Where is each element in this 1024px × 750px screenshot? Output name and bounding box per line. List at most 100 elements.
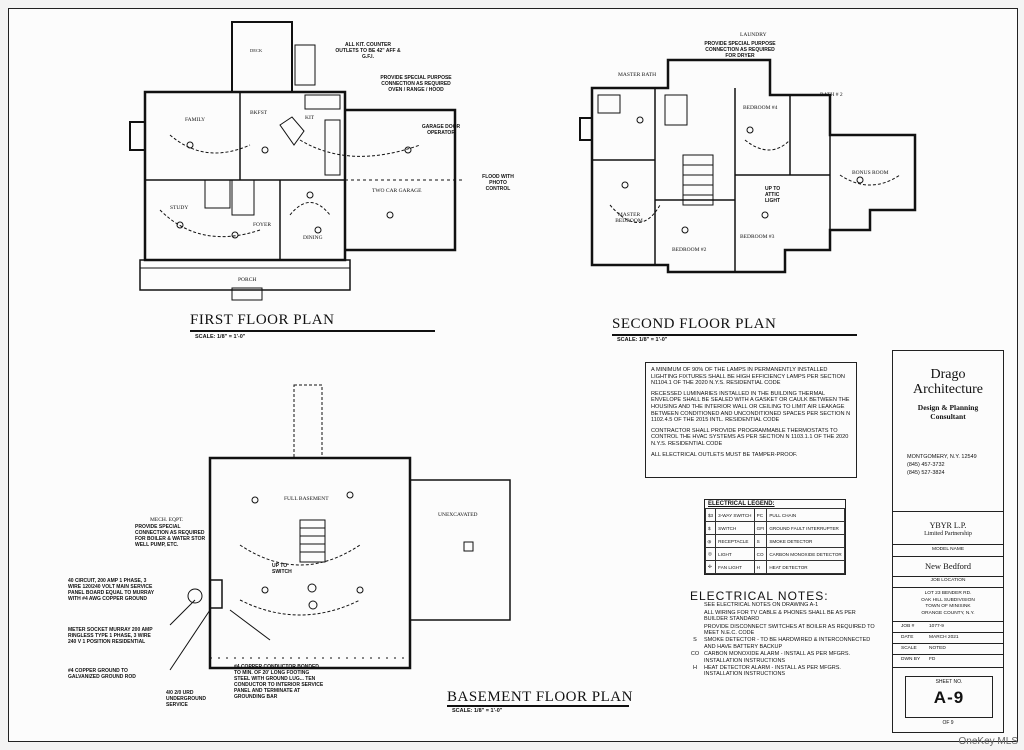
room-label-master-bedroom: MASTER BEDROOM <box>615 212 643 224</box>
model-label: MODEL NAME <box>931 547 965 552</box>
note-kitchen-outlets: ALL KIT. COUNTER OUTLETS TO BE 42" AFF &… <box>335 42 401 60</box>
legend-symbol: S <box>753 534 768 548</box>
legend-label: CARBON MONOXIDE DETECTOR <box>766 547 845 561</box>
note-text: SMOKE DETECTOR - TO BE HARDWIRED & INTER… <box>704 637 871 650</box>
note-symbol <box>690 610 700 623</box>
note-service-panel: 40 CIRCUIT, 200 AMP 1 PHASE, 3 WIRE 120/… <box>68 578 155 602</box>
legend-label: 3-WAY SWITCH <box>715 508 755 522</box>
firm-address: MONTGOMERY, N.Y. 12549 (845) 457-3732 (8… <box>907 453 977 477</box>
note-text: CARBON MONOXIDE ALARM - INSTALL AS PER M… <box>704 651 851 664</box>
note-flood: FLOOD WITH PHOTO CONTROL <box>482 174 514 192</box>
job-location-line: TOWN OF MINISINK <box>925 604 971 609</box>
legend-symbol: GFI <box>753 521 768 535</box>
drawing-sheet <box>8 8 1018 742</box>
note-symbol: H <box>693 665 697 672</box>
room-label-mech: MECH. EQPT. <box>150 517 184 523</box>
note-laundry-dryer: PROVIDE SPECIAL PURPOSE CONNECTION AS RE… <box>704 41 776 59</box>
note-meter-socket: METER SOCKET MURRAY 200 AMP RINGLESS TYP… <box>68 627 153 645</box>
job-number-row: JOB # 1077-9 <box>901 624 997 629</box>
scale-label: SCALE <box>901 646 917 651</box>
note-attic-light: UP TO ATTIC LIGHT <box>765 186 781 204</box>
job-location-line: ORANGE COUNTY, N.Y. <box>921 610 975 616</box>
note-copper-conductor: #4 COPPER CONDUCTOR BONDED TO MIN. OF 20… <box>234 664 324 700</box>
title-block-divider <box>893 544 1003 545</box>
code-notes-box: A MINIMUM OF 90% OF THE LAMPS IN PERMANE… <box>645 362 857 478</box>
legend-label: FAN LIGHT <box>715 560 755 574</box>
title-block: Drago Architecture Design & Planning Con… <box>892 350 1004 733</box>
note-garage-door: GARAGE DOOR OPERATOR <box>421 124 461 136</box>
title-underline <box>612 334 857 336</box>
note-urd-service: 4/0 2/0 URD UNDERGROUND SERVICE <box>166 690 206 708</box>
basement-floor-plan-title: BASEMENT FLOOR PLAN <box>447 689 633 705</box>
phone-line: (845) 457-3732 <box>907 462 945 468</box>
room-label-full-basement: FULL BASEMENT <box>284 496 329 502</box>
title-block-divider <box>893 621 1003 622</box>
note-text: PROVIDE DISCONNECT SWITCHES AT BOILER AS… <box>704 623 875 637</box>
legend-symbol: H <box>753 560 768 574</box>
room-label-dining: DINING <box>303 235 323 241</box>
legend-symbol: $ <box>704 521 717 535</box>
code-note: A MINIMUM OF 90% OF THE LAMPS IN PERMANE… <box>651 367 845 387</box>
note-text: SEE ELECTRICAL NOTES ON DRAWING A-1 <box>704 602 819 609</box>
sheet-total: OF 9 <box>942 720 954 726</box>
legend-symbol: ⦶ <box>704 534 717 548</box>
firm-name-line: Architecture <box>913 382 983 397</box>
scale-row: SCALE NOTED <box>901 646 997 651</box>
room-label-foyer: FOYER <box>253 222 272 228</box>
title-block-divider <box>893 556 1003 557</box>
code-note: CONTRACTOR SHALL PROVIDE PROGRAMMABLE TH… <box>651 427 849 447</box>
drawn-by-label: DWN BY <box>901 657 921 662</box>
room-label-master-bath: MASTER BATH <box>618 72 657 78</box>
job-number-label: JOB # <box>901 624 915 629</box>
note-mech-connection: PROVIDE SPECIAL CONNECTION AS REQUIRED F… <box>135 524 206 548</box>
firm-subtitle-line: Design & Planning <box>917 403 979 412</box>
title-block-divider <box>893 587 1003 588</box>
room-label-deck: DECK <box>250 48 263 53</box>
legend-title: ELECTRICAL LEGEND: <box>708 501 775 507</box>
second-floor-plan-outline <box>579 58 917 274</box>
job-location: LOT 23 BENDER RD. OAK HILL SUBDIVISION T… <box>893 591 1003 617</box>
firm-subtitle-line: Consultant <box>930 412 966 421</box>
legend-label: PULL CHAIN <box>766 508 845 522</box>
date-value: MARCH 2021 <box>929 635 959 640</box>
legend-symbol: CO <box>753 547 768 561</box>
title-underline <box>190 330 435 332</box>
first-floor-scale: SCALE: 1/8" = 1'-0" <box>195 334 246 340</box>
room-label-laundry: LAUNDRY <box>740 32 767 38</box>
job-location-label: JOB LOCATION <box>930 578 966 583</box>
sheet-number: A-9 <box>933 688 965 707</box>
electrical-note: H HEAT DETECTOR ALARM - INSTALL AS PER MF… <box>690 665 880 678</box>
scale-value: NOTED <box>929 646 946 651</box>
second-floor-scale: SCALE: 1/8" = 1'-0" <box>617 337 668 343</box>
note-up-to-switch: UP TO SWITCH <box>272 563 292 575</box>
electrical-notes-title: ELECTRICAL NOTES: <box>690 589 829 603</box>
room-label-bedroom3: BEDROOM #3 <box>740 234 775 240</box>
legend-label: SMOKE DETECTOR <box>766 534 845 548</box>
code-note: RECESSED LUMINARIES INSTALLED IN THE BUI… <box>651 390 851 424</box>
second-floor-plan-title: SECOND FLOOR PLAN <box>612 316 777 332</box>
job-location-line: LOT 23 BENDER RD. <box>924 591 972 596</box>
room-label-garage: TWO CAR GARAGE <box>372 188 422 194</box>
owner-name: YBYR L.P. <box>929 521 967 530</box>
job-number: 1077-9 <box>929 624 944 629</box>
room-label-kit: KIT <box>305 115 315 121</box>
electrical-note: ALL WIRING FOR TV CABLE & PHONES SHALL B… <box>690 610 880 623</box>
job-location-line: OAK HILL SUBDIVISION <box>921 597 975 603</box>
model-name: New Bedford <box>924 561 972 571</box>
room-label-bedroom2: BEDROOM #2 <box>672 247 707 253</box>
legend-symbol: PC <box>753 508 768 522</box>
title-block-divider <box>893 632 1003 633</box>
note-text: HEAT DETECTOR ALARM - INSTALL AS PER MFG… <box>704 665 841 678</box>
room-label-bedroom4: BEDROOM #4 <box>743 105 778 111</box>
